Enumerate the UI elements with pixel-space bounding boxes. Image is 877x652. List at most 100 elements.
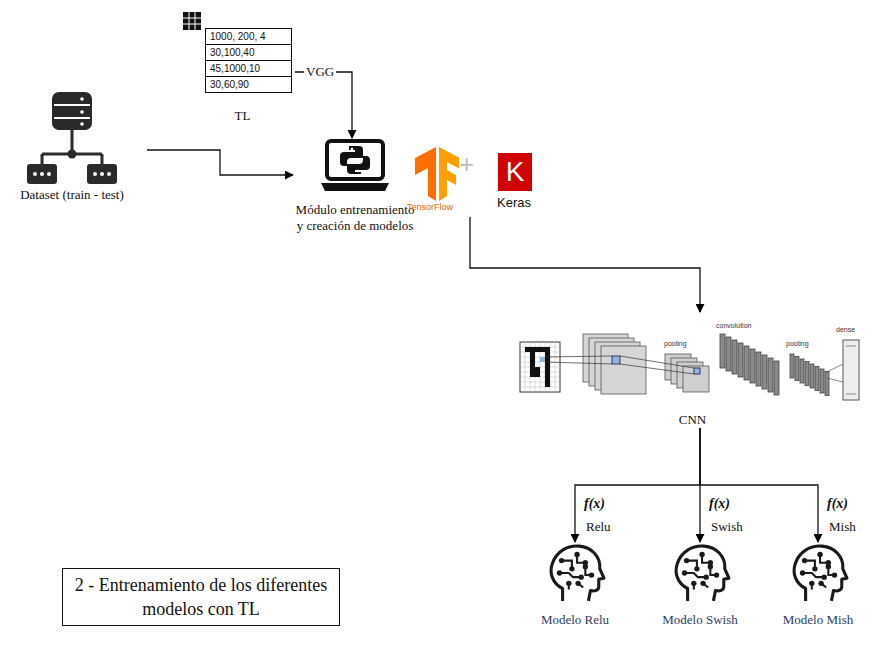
icon-part [832,572,837,577]
illustration-stroke [768,358,773,392]
layer-name: dense [836,326,855,334]
icon-part [708,564,713,569]
tl-table-node: 1000, 200, 430,100,4045,1000,1030,60,90T… [180,12,295,124]
icon-part [183,12,201,30]
cnn-illustration [515,312,870,412]
layer-name: pooling [786,340,809,348]
icon-part [714,572,719,577]
icon-part [818,581,823,586]
illustration-stroke [756,352,761,386]
illustration-stroke [750,349,755,383]
node-label: Módulo entrenamiento y creación de model… [293,202,417,234]
icon-part [33,172,37,176]
icon-part [803,573,825,577]
icon-part [800,552,837,586]
icon-part [80,97,84,101]
edge-label: Mish [827,519,858,534]
icon-part [551,546,604,601]
function-symbol: f(x) [709,496,730,511]
illustration-stroke [601,346,646,394]
icon-part [183,18,201,19]
model-node: Modelo Relu [523,542,627,628]
icon-part [47,172,51,176]
icon-part [685,573,707,577]
model-node: Modelo Mish [766,542,870,628]
node-label: Modelo Swish [648,612,752,628]
icon-part [540,357,545,362]
icon-part [80,110,84,114]
illustration-stroke [732,340,737,374]
node-label: CNN [515,412,870,428]
logo-text: TensorFlow [407,202,453,212]
illustration-stroke [820,369,824,393]
icon-part [557,552,594,586]
icon-part [583,334,829,396]
brain-model-icon [544,542,606,604]
function-symbol: f(x) [584,496,605,511]
icon-part [694,566,699,571]
illustration-stroke [825,372,829,396]
icon-part [812,566,817,571]
illustration-stroke [520,387,560,388]
icon-part [560,573,582,577]
python-laptop-icon [319,138,391,196]
icon-part [54,104,90,106]
table-cell: 45,1000,10 [206,61,291,77]
illustration-stroke [683,366,709,392]
icon-part [694,368,700,374]
node-label: Modelo Mish [766,612,870,628]
icon-part [560,554,592,589]
tensorflow-logo [415,147,461,201]
illustration-stroke [738,343,743,377]
icon-part [40,172,44,176]
edge-label: VGG [304,64,336,79]
icon-part [107,172,111,176]
caption-box: 2 - Entrenamiento de los diferentes mode… [62,568,340,626]
icon-part [559,558,564,563]
logo-text: Keras [497,195,531,210]
table-grid-icon [183,12,201,30]
icon-part [699,552,704,557]
dataset-node: Dataset (train - test) [0,92,147,203]
icon-part [589,572,594,577]
brain-model-icon [669,542,731,604]
logo-letter: K [506,157,525,187]
icon-part [321,183,389,191]
icon-part [195,12,196,30]
illustration-stroke [720,334,725,368]
illustration-stroke [815,367,819,391]
icon-part [520,342,560,392]
illustration-stroke [790,354,794,378]
illustration-stroke [810,364,814,388]
icon-part [415,147,436,201]
icon-part [347,156,370,174]
icon-part [340,146,363,166]
connector-arrow [700,428,818,542]
icon-part [583,564,588,569]
icon-part [794,546,847,601]
icon-part [101,154,104,164]
icon-part [530,352,535,377]
edge-label: Relu [584,519,613,534]
illustration-stroke [795,357,799,381]
icon-part [822,574,827,579]
icon-part [93,172,97,176]
database-icon [22,92,122,187]
table-cell: 1000, 200, 4 [206,29,291,45]
training-module-node: Módulo entrenamiento y creación de model… [293,138,417,234]
icon-part [846,346,856,347]
icon-part [68,150,77,159]
icon-part [52,92,92,130]
caption-text: 2 - Entrenamiento de los diferentes mode… [71,573,331,621]
connector-arrow [147,150,293,175]
icon-part [183,24,201,25]
icon-part [827,364,843,372]
icon-part [87,164,117,184]
icon-part [843,340,859,400]
node-label: Modelo Relu [523,612,627,628]
icon-part [327,141,383,179]
icon-part [800,570,805,575]
icon-part [682,552,719,586]
icon-part [100,172,104,176]
connector-arrow [470,217,700,312]
